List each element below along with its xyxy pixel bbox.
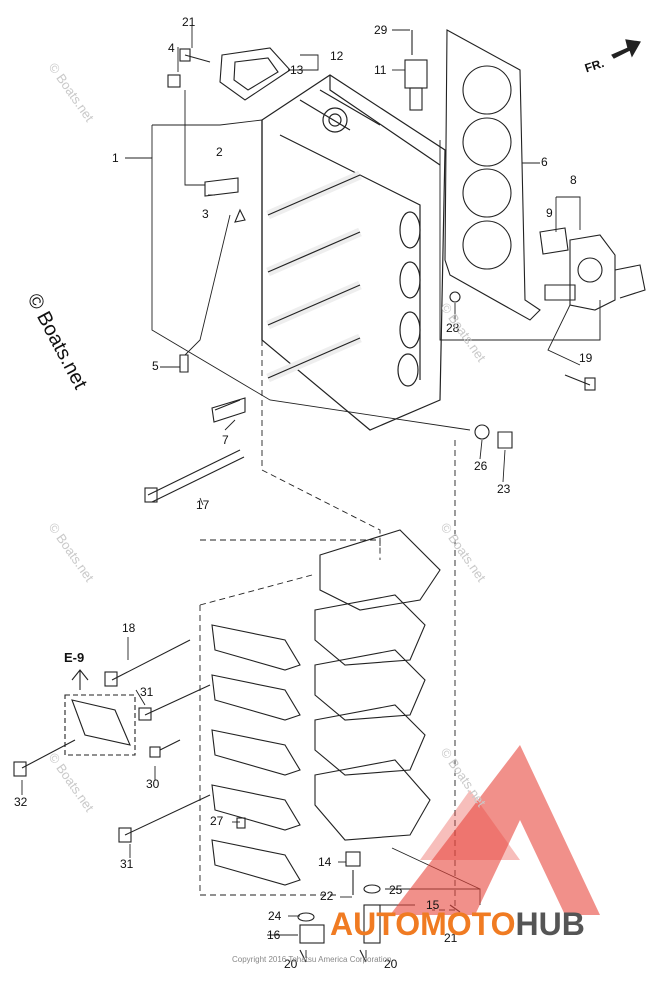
callout-e9: E-9	[64, 650, 85, 665]
callout-1: 1	[112, 151, 119, 165]
callout-23: 23	[497, 482, 511, 496]
callout-31-upper: 31	[140, 685, 154, 699]
bolts	[13, 48, 596, 843]
sensor	[404, 30, 428, 111]
rocker-carriers	[314, 529, 441, 841]
callout-31-lower: 31	[120, 857, 134, 871]
callout-28: 28	[446, 321, 460, 335]
callout-16: 16	[267, 928, 281, 942]
front-arrow	[611, 39, 641, 59]
callout-8: 8	[570, 173, 577, 187]
e9-bracket	[64, 669, 136, 756]
callout-6: 6	[541, 155, 548, 169]
callout-22: 22	[320, 889, 334, 903]
cylinder-head	[261, 74, 446, 431]
callout-12: 12	[330, 49, 344, 63]
cover-plate	[219, 47, 291, 101]
callout-2: 2	[216, 145, 223, 159]
callout-32: 32	[14, 795, 28, 809]
brand-part-2: HUB	[515, 906, 585, 942]
callout-3: 3	[202, 207, 209, 221]
callout-9: 9	[546, 206, 553, 220]
callout-15: 15	[426, 898, 440, 912]
callout-20-right: 20	[384, 957, 398, 971]
callout-21-bottom: 21	[444, 931, 458, 945]
callout-14: 14	[318, 855, 332, 869]
callout-4: 4	[168, 41, 175, 55]
brand-part-1: AUTOMOTO	[330, 906, 516, 942]
callout-30: 30	[146, 777, 160, 791]
callout-17: 17	[196, 498, 210, 512]
callout-7: 7	[222, 433, 229, 447]
brand-logo-mark	[390, 745, 600, 915]
callout-24: 24	[268, 909, 282, 923]
callout-25: 25	[389, 883, 403, 897]
callout-29: 29	[374, 23, 388, 37]
brand-wordmark: AUTOMOTOHUB	[330, 906, 585, 943]
head-gasket	[444, 29, 541, 321]
callout-26: 26	[474, 459, 488, 473]
bottom-fittings	[236, 817, 461, 963]
callout-5: 5	[152, 359, 159, 373]
callout-13: 13	[290, 63, 304, 77]
callout-11: 11	[374, 63, 387, 77]
callout-20-left: 20	[284, 957, 298, 971]
copyright-notice: Copyright 2016 Tohatsu America Corporati…	[232, 955, 392, 964]
callout-18: 18	[122, 621, 136, 635]
callout-27: 27	[210, 814, 224, 828]
oil-control-valve	[539, 227, 646, 311]
rocker-arms	[211, 624, 301, 886]
callout-21-top: 21	[182, 15, 196, 29]
callout-19: 19	[579, 351, 593, 365]
